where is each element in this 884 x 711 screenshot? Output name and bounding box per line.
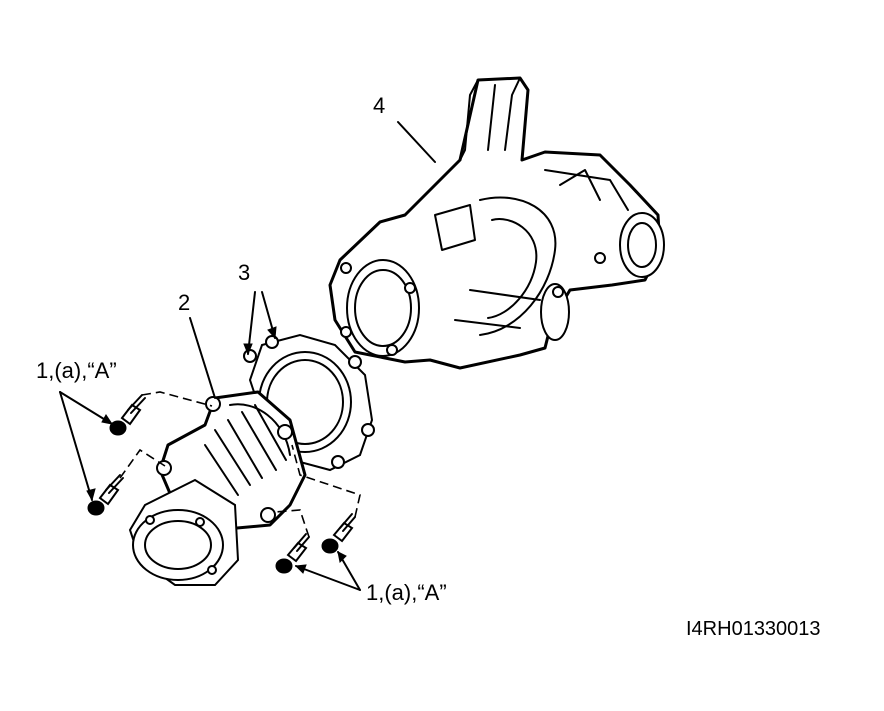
differential-housing xyxy=(328,76,665,370)
bolt-lower-right xyxy=(321,513,356,554)
bolt-lower-middle xyxy=(275,533,310,574)
callout-part-4: 4 xyxy=(373,93,386,118)
leader-lines xyxy=(59,121,436,591)
callout-part-3: 3 xyxy=(238,260,251,285)
callout-part-1-right: 1,(a),“A” xyxy=(366,580,447,605)
bolt-upper-left xyxy=(109,394,146,436)
callout-part-2: 2 xyxy=(178,290,191,315)
assembly-guide-lines xyxy=(119,391,361,538)
figure-code: I4RH01330013 xyxy=(686,618,821,640)
bolt-lower-left xyxy=(87,474,124,516)
extension-housing xyxy=(128,390,307,586)
callout-part-1-left: 1,(a),“A” xyxy=(36,358,117,383)
